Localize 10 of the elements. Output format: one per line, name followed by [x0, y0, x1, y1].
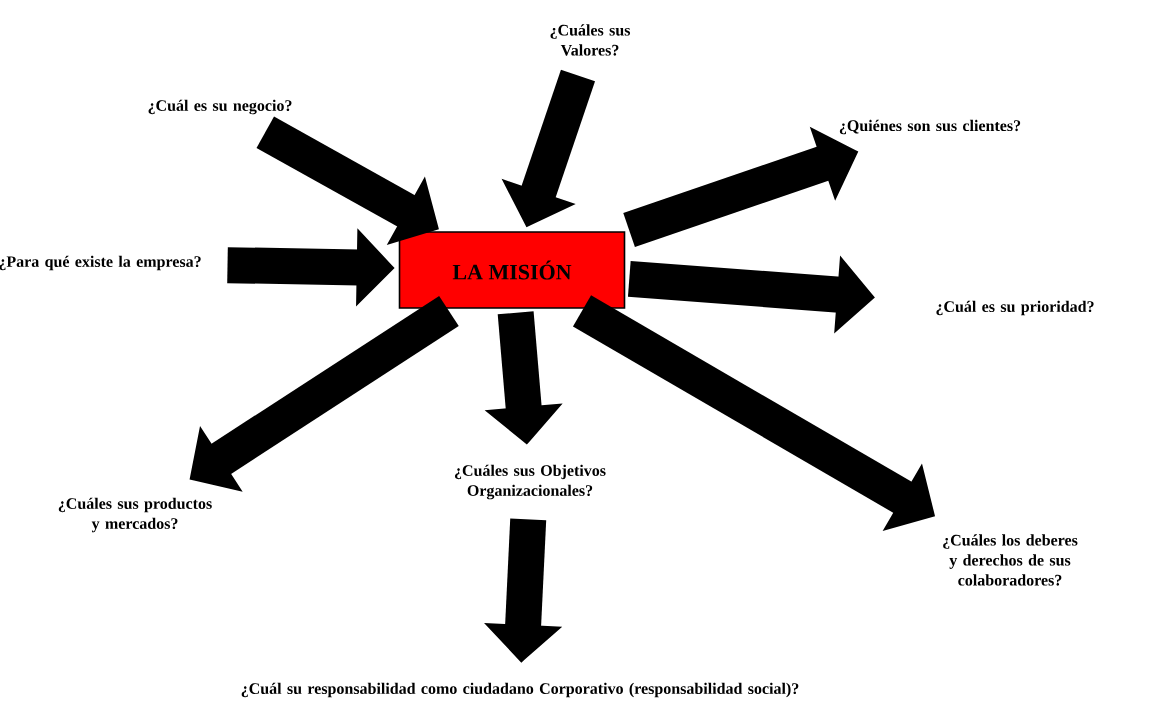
question-text: ¿Cuáles sus Objetivos Organizacionales?: [454, 464, 606, 500]
question-text: ¿Cuál es su negocio?: [148, 99, 292, 115]
question-text: ¿Para qué existe la empresa?: [0, 255, 201, 271]
question-text: ¿Cuáles los deberes y derechos de sus colaboradores?: [943, 534, 1078, 586]
question-text: ¿Cuáles sus Valores?: [550, 24, 631, 56]
question-text: ¿Quiénes son sus clientes?: [839, 119, 1021, 135]
question-text: ¿Cuál es su prioridad?: [936, 300, 1094, 316]
mission-box: LA MISIÓN: [398, 231, 626, 309]
question-text: ¿Cuál su responsabilidad como ciudadano Corporativo (responsabilidad social)?: [241, 682, 799, 698]
question-text: ¿Cuáles sus productos y mercados?: [58, 497, 212, 533]
